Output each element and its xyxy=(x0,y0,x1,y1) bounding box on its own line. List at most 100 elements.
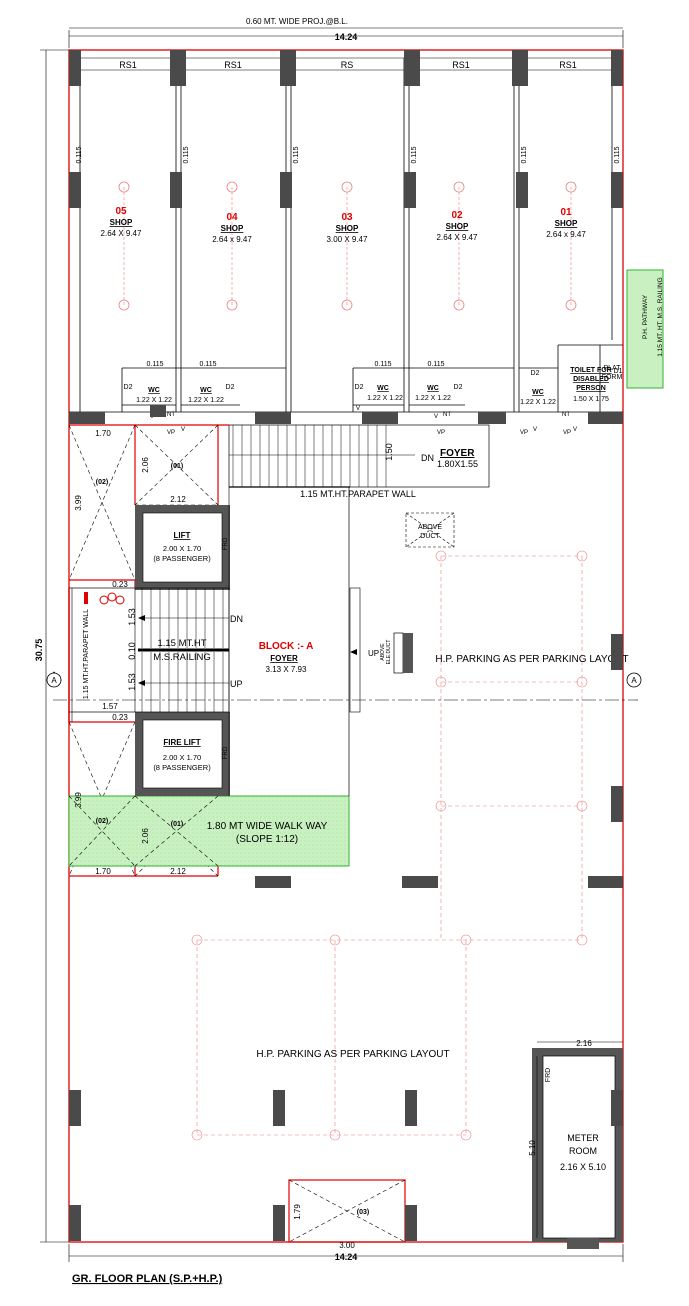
toilet-size: 1.50 X 1.75 xyxy=(573,396,609,403)
wall-thickness-label: 0.115 xyxy=(428,361,445,368)
beam-label-shop-03: RS xyxy=(341,60,354,70)
parapet-left-label: 1.15 MT.HT.PARAPET WALL xyxy=(83,609,90,699)
door-label: D2 xyxy=(454,384,463,391)
shop-number: 02 xyxy=(451,210,463,221)
column xyxy=(362,412,398,424)
wall-thickness-label: 0.115 xyxy=(375,361,392,368)
top-note: 0.60 MT. WIDE PROJ.@B.L. xyxy=(246,17,348,26)
block-foyer-name: FOYER xyxy=(270,654,298,663)
meter-room-name: ROOM xyxy=(569,1146,597,1156)
block-foyer: BLOCK :- A FOYER 3.13 X 7.93 UP ABOVE EL… xyxy=(228,487,413,796)
block-foyer-size: 3.13 X 7.93 xyxy=(266,665,307,674)
void-label: (02) xyxy=(96,479,108,486)
column xyxy=(273,1205,285,1241)
column xyxy=(170,172,182,208)
nt-label: NT xyxy=(443,412,451,418)
column xyxy=(255,876,291,888)
column xyxy=(404,50,420,86)
column xyxy=(69,1090,81,1126)
vp-label: VP xyxy=(437,430,445,436)
column xyxy=(588,412,623,424)
column xyxy=(611,172,623,208)
above-ele-duct: ELE.DUCT xyxy=(386,640,392,665)
ph-pathway xyxy=(626,269,664,389)
parking-bottom-label: H.P. PARKING AS PER PARKING LAYOUT xyxy=(256,1049,449,1060)
shop-size: 3.00 X 9.47 xyxy=(327,235,368,244)
stair-flight-dim: 1.53 xyxy=(127,673,137,691)
column xyxy=(402,876,438,888)
left-depth-dimension: 30.75 xyxy=(34,639,44,662)
platform-label: FORM xyxy=(602,374,623,381)
wc-size: 1.22 X 1.22 xyxy=(136,397,172,404)
shop-name: SHOP xyxy=(221,224,244,233)
foyer-name: FOYER xyxy=(440,448,475,459)
up-label: UP xyxy=(368,649,379,658)
column xyxy=(611,1090,623,1126)
lift-frd: FRD xyxy=(223,537,229,550)
fire-lift-core: FIRE LIFT 2.00 X 1.70 (8 PASSENGER) FRD xyxy=(135,712,230,796)
wc-size: 1.22 X 1.22 xyxy=(188,397,224,404)
above-ele-duct: ABOVE xyxy=(380,643,386,661)
column xyxy=(170,50,186,86)
meter-width-dim: 2.16 xyxy=(576,1039,592,1048)
dim-label: 1.57 xyxy=(102,702,118,711)
dim-label: 2.12 xyxy=(170,495,186,504)
vp-label: VP xyxy=(167,430,175,436)
wc-name: WC xyxy=(427,385,439,392)
dim-label: 1.70 xyxy=(95,867,111,876)
column xyxy=(280,172,292,208)
nt-label: NT xyxy=(562,412,570,418)
beam-label-shop-05: RS1 xyxy=(119,60,137,70)
vp-label: VP xyxy=(563,430,571,436)
vent-label: V xyxy=(434,414,438,420)
ph-pathway-label: P.H. PATHWAY xyxy=(642,294,649,339)
railing-label: M.S.RAILING xyxy=(153,652,211,663)
beam-label-shop-01: RS1 xyxy=(559,60,577,70)
dim-label: 0.23 xyxy=(112,713,128,722)
column xyxy=(150,405,166,417)
vent-label: V xyxy=(533,427,537,433)
bottom-width-dimension: 14.24 xyxy=(335,1252,358,1262)
door-label: D2 xyxy=(531,370,540,377)
wc-size: 1.22 X 1.22 xyxy=(415,395,451,402)
column xyxy=(611,786,623,822)
dim-label: 2.12 xyxy=(170,867,186,876)
door-label: D1 xyxy=(614,368,623,375)
wall-thickness-label: 0.115 xyxy=(521,146,528,163)
void-label: (02) xyxy=(96,818,108,825)
section-mark-left: A xyxy=(51,676,57,685)
stair-flight-dim: 1.53 xyxy=(127,608,137,626)
wall-thickness-label: 0.115 xyxy=(293,146,300,163)
meter-height-dim: 5.10 xyxy=(528,1140,537,1156)
toilet-label: TOILET FOR xyxy=(570,367,611,374)
dim-label: 3.99 xyxy=(74,495,83,511)
shop-size: 2.64 X 9.47 xyxy=(101,229,142,238)
dim-label: 3.00 xyxy=(339,1241,355,1250)
lift-size: 2.00 X 1.70 xyxy=(163,544,201,553)
column xyxy=(404,172,416,208)
shop-name: SHOP xyxy=(555,219,578,228)
above-duct-label: ABOVE xyxy=(418,524,442,531)
wc-size: 1.22 X 1.22 xyxy=(520,399,556,406)
shop-name: SHOP xyxy=(110,218,133,227)
column xyxy=(611,634,623,670)
shop-number: 03 xyxy=(341,212,353,223)
toilet-label: PERSON xyxy=(576,385,606,392)
dim-label: 0.23 xyxy=(112,580,128,589)
plan-title: GR. FLOOR PLAN (S.P.+H.P.) xyxy=(72,1273,223,1285)
shop-name: SHOP xyxy=(336,224,359,233)
wall-thickness-label: 0.115 xyxy=(411,146,418,163)
door-label: D2 xyxy=(355,384,364,391)
lift-name: LIFT xyxy=(174,531,191,540)
nt-label: NT xyxy=(167,412,175,418)
wall-thickness-label: 0.115 xyxy=(147,361,164,368)
shop-size: 2.64 x 9.47 xyxy=(212,235,252,244)
column xyxy=(512,50,528,86)
column xyxy=(69,50,81,86)
vent-label: V xyxy=(356,406,360,412)
column xyxy=(478,412,506,424)
shop-name: SHOP xyxy=(446,222,469,231)
dim-label: 1.79 xyxy=(293,1204,302,1220)
parking-grid-bottom xyxy=(191,934,588,1141)
